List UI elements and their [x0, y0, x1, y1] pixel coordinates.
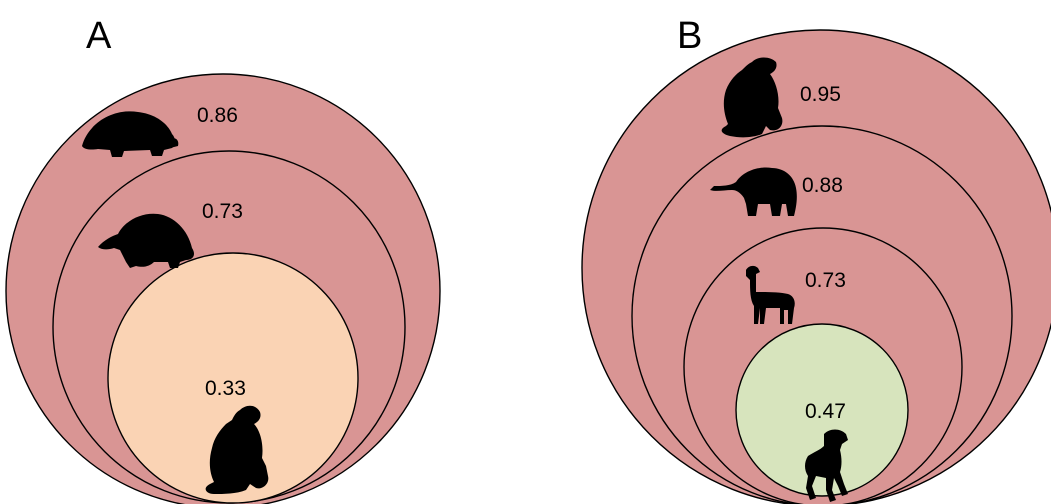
panel-b-value-2: 0.88: [802, 174, 843, 197]
panel-a-label: A: [86, 15, 112, 57]
panel-b: B 0.95 0.88 0.73 0.47: [582, 15, 1051, 504]
panel-a-value-outer: 0.86: [197, 104, 238, 127]
panel-a-value-inner: 0.33: [205, 377, 246, 400]
panel-b-label: B: [677, 15, 702, 57]
panel-a: A 0.86 0.73 0.33: [6, 15, 440, 504]
panel-b-value-3: 0.73: [805, 269, 846, 292]
panel-b-value-4: 0.47: [805, 400, 846, 423]
panel-b-value-1: 0.95: [800, 83, 841, 106]
panel-a-value-middle: 0.73: [202, 200, 243, 223]
